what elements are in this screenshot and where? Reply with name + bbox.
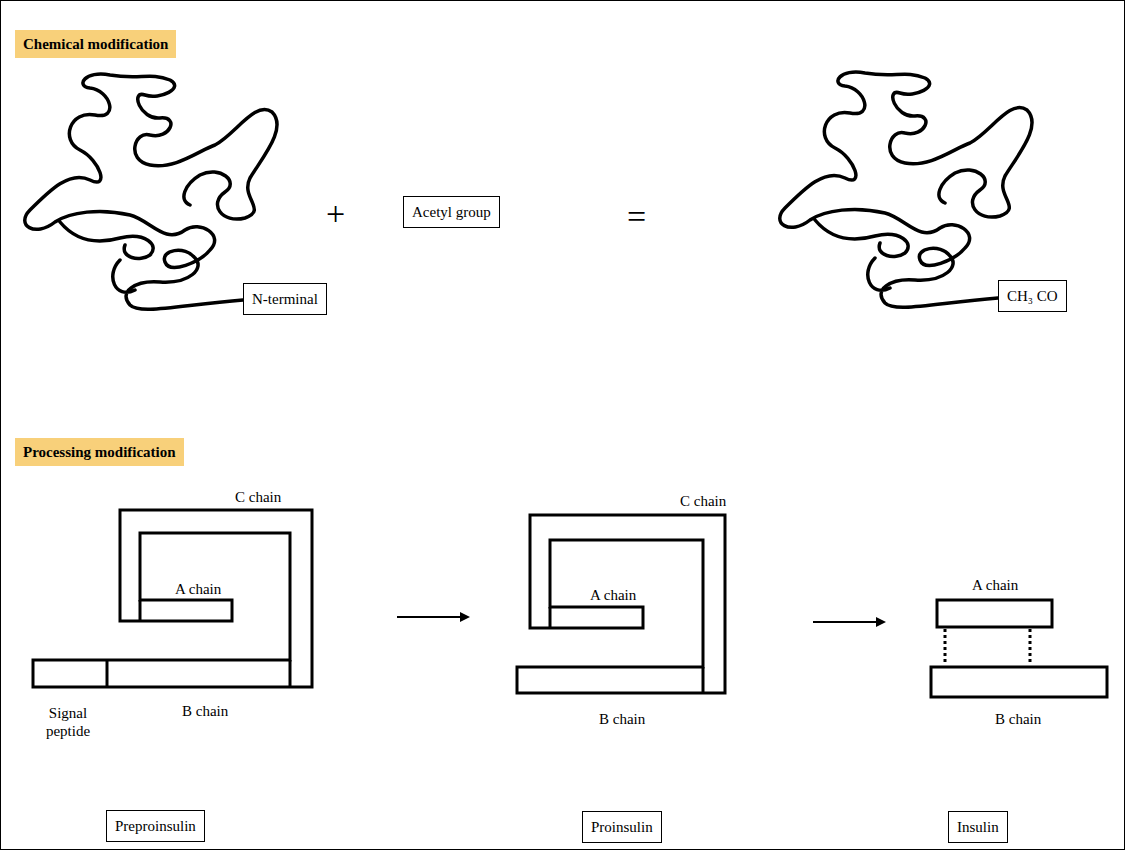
stage-box: Insulin bbox=[948, 811, 1008, 843]
node-text: Insulin bbox=[957, 818, 999, 836]
chain-label: Signal peptide bbox=[33, 704, 103, 740]
chain-label: C chain bbox=[235, 488, 281, 506]
chain-label: B chain bbox=[182, 702, 228, 720]
node-text: N-terminal bbox=[252, 290, 318, 308]
proinsulin-figure bbox=[517, 515, 725, 693]
process-arrow bbox=[813, 621, 884, 623]
stage-box: Proinsulin bbox=[582, 811, 662, 843]
protein-chain bbox=[25, 74, 277, 309]
section-band: Processing modification bbox=[15, 438, 184, 466]
equals-sign: = bbox=[627, 196, 646, 237]
chain-label: B chain bbox=[599, 710, 645, 728]
plus-sign: + bbox=[326, 193, 345, 234]
node-text: Processing modification bbox=[23, 443, 176, 461]
disulfide-bond bbox=[945, 629, 1030, 665]
stage-box: Preproinsulin bbox=[106, 810, 205, 842]
chain-label: A chain bbox=[590, 586, 636, 604]
chain-label: A chain bbox=[175, 580, 221, 598]
chain-label: B chain bbox=[995, 710, 1041, 728]
terminal-box: CH₃ CO bbox=[998, 280, 1067, 312]
terminal-box: N-terminal bbox=[243, 283, 327, 315]
node-text: CH₃ CO bbox=[1007, 287, 1058, 305]
section-band: Chemical modification bbox=[15, 30, 176, 58]
process-arrow bbox=[397, 616, 468, 618]
preproinsulin-figure bbox=[33, 510, 312, 687]
acetylated-protein-chain bbox=[780, 72, 1032, 307]
chain-label: C chain bbox=[680, 492, 726, 510]
chain-label: A chain bbox=[972, 576, 1018, 594]
insulin-figure bbox=[931, 600, 1107, 697]
node-text: Proinsulin bbox=[591, 818, 653, 836]
group-box: Acetyl group bbox=[403, 196, 500, 228]
node-text: Chemical modification bbox=[23, 35, 168, 53]
node-text: Preproinsulin bbox=[115, 817, 196, 835]
node-text: Acetyl group bbox=[412, 203, 491, 221]
